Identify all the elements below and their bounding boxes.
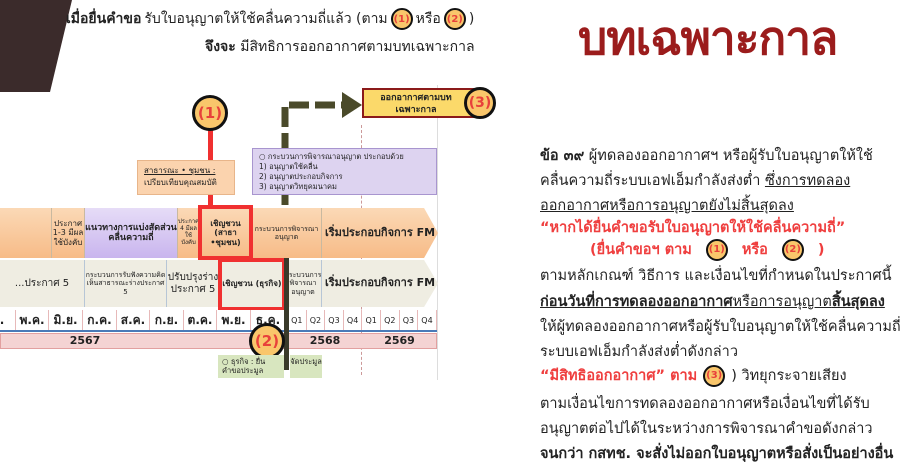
year-2569: 2569 (384, 334, 415, 347)
month-cell: ก.ย. (150, 310, 184, 330)
row2-cell: กระบวนการรับฟังความคิดเห็นสาธารณะร่างประ… (85, 260, 167, 307)
quarter-cell: Q4 (418, 310, 437, 330)
row1-cell (0, 208, 52, 258)
month-cell: ต.ค. (184, 310, 217, 330)
highlight-box-2 (218, 258, 286, 311)
row1-arrow: เริ่มประกอบกิจการ FM (322, 208, 438, 258)
process-item: 2) อนุญาตประกอบกิจการ (259, 172, 343, 181)
public-note-title: สาธารณะ • ชุมชน : (144, 166, 216, 175)
row2-arrow: เริ่มประกอบกิจการ FM (322, 260, 438, 307)
process-note-title: ○ กระบวนการพิจารณาอนุญาต ประกอบด้วย (259, 152, 404, 161)
article-line: ก่อนวันที่การทดลองออกอากาศหรือการอนุญาตส… (540, 294, 885, 310)
quarter-cell: Q3 (325, 310, 344, 330)
row1-cell: กระบวนการพิจารณาอนุญาต (252, 208, 322, 258)
quarter-cell: Q3 (399, 310, 419, 330)
process-item: 1) อนุญาตใช้คลื่น (259, 162, 318, 171)
article-line: “มีสิทธิออกอากาศ” ตาม(3)) วิทยุกระจายเสี… (540, 364, 847, 387)
quarter-cell: Q1 (288, 310, 307, 330)
header-bold: เมื่อยื่นคำขอ (66, 11, 142, 27)
ref-2-badge: (2) (781, 238, 804, 261)
article-line: ตามหลักเกณฑ์ วิธีการ และเงื่อนไขที่กำหนด… (540, 268, 892, 284)
header-line-1: เมื่อยื่นคำขอรับใบอนุญาตให้ใช้คลื่นความถ… (66, 8, 474, 30)
article-line: จนกว่า กสทช. จะสั่งไม่ออกใบอนุญาตหรือสั่… (540, 446, 894, 462)
header-text: รับใบอนุญาตให้ใช้คลื่นความถี่แล้ว (ตาม (144, 11, 388, 27)
header-bold-2: จึงจะ (205, 39, 236, 55)
callout-2-badge: (2) (249, 323, 285, 359)
row1-cell: แนวทางการแบ่งสัดส่วนคลื่นความถี่ (85, 208, 178, 258)
public-note: สาธารณะ • ชุมชน : เปรียบเทียบคุณสมบัติ (137, 160, 235, 195)
article-line: คลื่นความถี่ระบบเอฟเอ็มกำลังส่งต่ำ ซึ่งก… (540, 173, 851, 189)
row2-cell: ...ประกาศ 5 (0, 260, 85, 307)
quarter-cell: Q2 (306, 310, 326, 330)
year-2568: 2568 (309, 334, 341, 347)
auction-note: จัดประมูล (290, 355, 322, 378)
header-or: หรือ (415, 11, 441, 27)
ref-3-badge: (3) (703, 364, 726, 387)
business-note: ○ ธุรกิจ : ยื่นคำขอประมูล (218, 355, 284, 378)
month-cell: ส.ค. (117, 310, 150, 330)
header-text-2: มีสิทธิการออกอากาศตามบทเฉพาะกาล (235, 39, 475, 55)
process-item: 3) อนุญาตวิทยุคมนาคม (259, 182, 337, 191)
row2-cell: กระบวนการพิจารณาอนุญาต (285, 260, 322, 307)
quarter-cell: Q1 (362, 310, 381, 330)
month-cell: พ.ย. (217, 310, 251, 330)
month-cell: ก.ค. (83, 310, 117, 330)
article-line: ให้ผู้ทดลองออกอากาศหรือผู้รับใบอนุญาตให้… (540, 319, 900, 335)
year-2567: 2567 (69, 334, 101, 347)
month-cell: ย. (0, 310, 16, 330)
callout-3-badge: (3) (464, 87, 496, 119)
header-line-2: จึงจะ มีสิทธิการออกอากาศตามบทเฉพาะกาล (205, 36, 475, 58)
row1-cell: ประกาศ 4 มีผลใช้บังคับ (178, 208, 200, 258)
article-line: ตามเงื่อนไขการทดลองออกอากาศหรือเงื่อนไขท… (540, 396, 870, 412)
row2-cell: เชิญชวน (ธุรกิจ) (220, 260, 285, 307)
article-line: ออกอากาศหรือการอนุญาตยังไม่สิ้นสุดลง (540, 198, 794, 214)
month-cell: พ.ค. (16, 310, 49, 330)
article-line: ระบบเอฟเอ็มกำลังส่งต่ำดังกล่าว (540, 344, 738, 360)
process-note: ○ กระบวนการพิจารณาอนุญาต ประกอบด้วย 1) อ… (252, 148, 437, 195)
quarter-cell: Q4 (343, 310, 363, 330)
corner-decoration (0, 0, 72, 92)
article-refs: (ยื่นคำขอฯ ตาม(1)หรือ(2)) (590, 238, 825, 261)
ref-1-badge: (1) (390, 8, 413, 30)
month-cell: มิ.ย. (49, 310, 83, 330)
article-highlight: “หากได้ยื่นคำขอรับใบอนุญาตให้ใช้คลื่นควา… (540, 220, 846, 236)
cutoff-line (284, 258, 289, 370)
header-close: ) (468, 11, 475, 27)
row1-cell: ประกาศ 1-3 มีผลใช้บังคับ (52, 208, 85, 258)
row2-cell: ปรับปรุงร่างประกาศ 5 (167, 260, 220, 307)
year-row (0, 333, 437, 349)
callout-1-badge: (1) (192, 95, 228, 131)
quarter-cell: Q2 (381, 310, 400, 330)
page-title: บทเฉพาะกาล (578, 11, 838, 65)
article-line: อนุญาตต่อไปได้ในระหว่างการพิจารณาคำขอดัง… (540, 421, 873, 437)
ref-2-badge: (2) (443, 8, 466, 30)
article-line: ข้อ ๓๙ ผู้ทดลองออกอากาศฯ หรือผู้รับใบอนุ… (540, 148, 873, 164)
ref-1-badge: (1) (705, 238, 728, 261)
month-row-line (0, 330, 437, 332)
highlight-box-1 (198, 205, 253, 260)
public-note-text: เปรียบเทียบคุณสมบัติ (144, 178, 217, 187)
target-box: ออกอากาศตามบท เฉพาะกาล (362, 88, 486, 118)
